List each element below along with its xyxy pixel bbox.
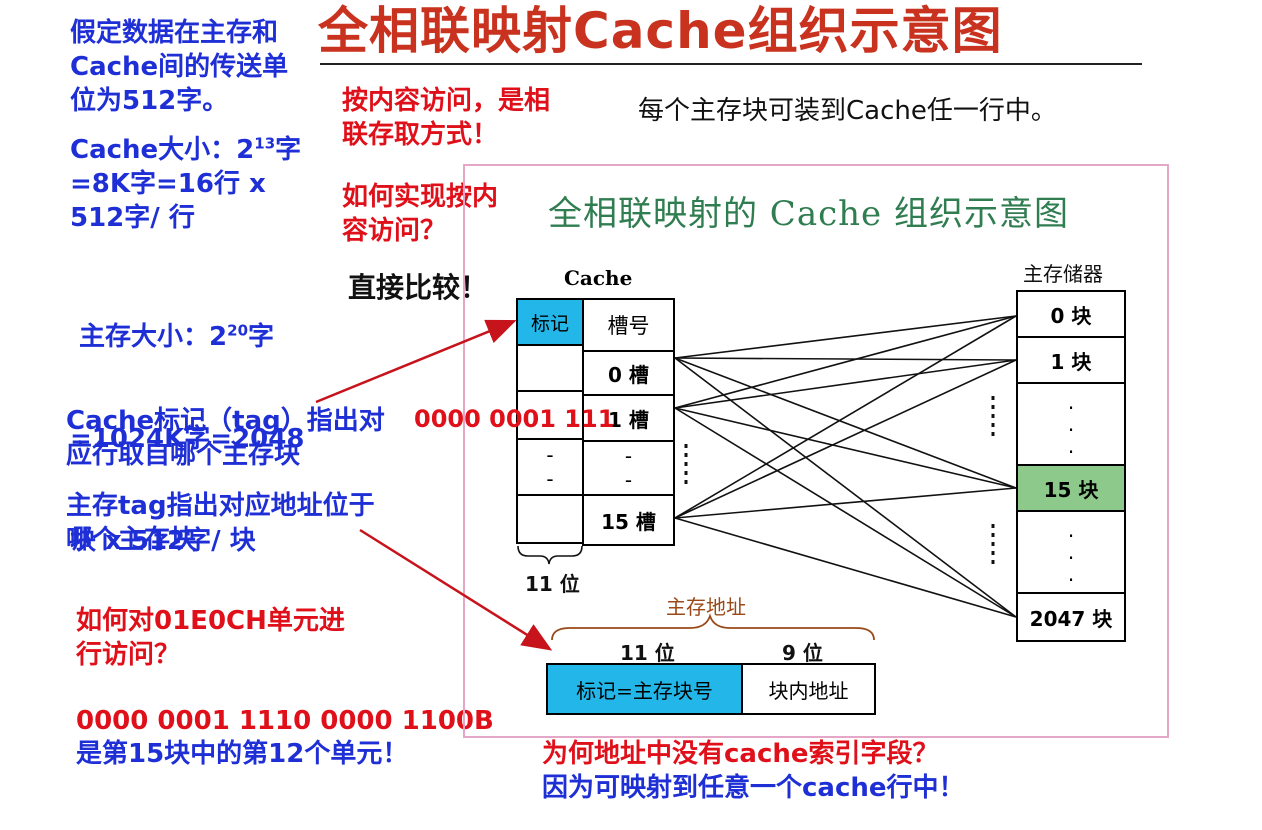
memory-tag-note-line-1: 主存tag指出对应地址位于	[66, 491, 375, 521]
tag-bits: 0000 0001 111	[414, 405, 615, 433]
memory-tag-note: 主存tag指出对应地址位于 哪个主存块	[66, 489, 375, 557]
assumption-line-2: Cache间的传送单	[70, 52, 289, 82]
cache-slot-ellipsis: --	[582, 440, 675, 496]
access-question: 如何对01E0CH单元进 行访问？	[76, 604, 345, 672]
cache-tag-note: Cache标记（tag）指出对 应行取自哪个主存块	[66, 404, 385, 472]
assumption-line-1: 假定数据在主存和	[70, 18, 279, 48]
memory-size-line-3: 块 x 512字/ 块	[70, 526, 256, 556]
cache-slot-15: 15 槽	[582, 494, 675, 546]
memory-block-15: 15 块	[1016, 464, 1126, 512]
access-question-line-2: 行访问？	[76, 640, 181, 670]
memory-block-2047: 2047 块	[1016, 592, 1126, 642]
cache-tag-note-line-1: Cache标记（tag）指出对	[66, 406, 385, 436]
associative-note: 按内容访问，是相 联存取方式！	[342, 84, 550, 152]
address-tag-bits: 11 位	[620, 641, 675, 665]
memory-size-exponent: 20	[227, 321, 249, 340]
why-note: 为何地址中没有cache索引字段？ 因为可映射到任意一个cache行中！	[542, 737, 965, 805]
cache-size-prefix: Cache大小：2	[70, 135, 255, 165]
address-offset-field: 块内地址	[741, 663, 876, 715]
memory-block-ellipsis: ...	[1016, 510, 1126, 594]
access-question-line-1: 如何对01E0CH单元进	[76, 606, 345, 636]
associative-note-line-2: 联存取方式！	[342, 120, 499, 150]
diagram-frame	[463, 164, 1169, 738]
cache-slot-header: 槽号	[582, 298, 675, 352]
cache-tag-cell	[516, 344, 584, 392]
title-underline	[320, 63, 1142, 65]
cache-size-line-3: 512字/ 行	[70, 203, 195, 233]
cache-label: Cache	[564, 266, 633, 290]
cache-size-line-2: =8K字=16行 x	[70, 169, 266, 199]
every-block-note: 每个主存块可装到Cache任一行中。	[638, 96, 1057, 126]
assumption-note: 假定数据在主存和 Cache间的传送单 位为512字。	[70, 16, 288, 118]
page-title: 全相联映射Cache组织示意图	[318, 2, 1003, 60]
memory-block-1: 1 块	[1016, 336, 1126, 384]
cache-slot-0: 0 槽	[582, 350, 675, 396]
memory-size-note: 主存大小：220字 =1024K字=2048 块 x 512字/ 块	[70, 252, 304, 592]
memory-block-0: 0 块	[1016, 290, 1126, 338]
memory-tag-note-line-2: 哪个主存块	[66, 525, 197, 555]
cache-tag-note-line-2: 应行取自哪个主存块	[66, 440, 301, 470]
memory-label: 主存储器	[1023, 262, 1103, 286]
cache-slot-1: 1 槽	[582, 394, 675, 442]
how-note: 如何实现按内 容访问？	[342, 180, 498, 248]
why-answer: 因为可映射到任意一个cache行中！	[542, 773, 965, 803]
cache-tag-header: 标记	[516, 298, 584, 346]
memory-size-line-2: =1024K字=2048	[70, 424, 305, 454]
address-offset-bits: 9 位	[782, 641, 823, 665]
cache-size-suffix: 字	[275, 135, 302, 165]
cache-tag-width-label: 11 位	[525, 572, 580, 596]
cache-size-exponent: 13	[254, 134, 276, 153]
associative-note-line-1: 按内容访问，是相	[342, 86, 551, 116]
how-note-line-2: 容访问？	[342, 216, 447, 246]
memory-size-suffix: 字	[248, 322, 275, 352]
access-answer: 是第15块中的第12个单元！	[76, 739, 409, 769]
address-tag-field: 标记=主存块号	[546, 663, 743, 715]
why-question: 为何地址中没有cache索引字段？	[542, 739, 939, 769]
cache-size-note: Cache大小：213字 =8K字=16行 x 512字/ 行	[70, 133, 301, 235]
cache-tag-cell	[516, 494, 584, 544]
how-note-line-1: 如何实现按内	[342, 182, 499, 212]
cache-tag-cell: --	[516, 438, 584, 496]
diagram-title: 全相联映射的 Cache 组织示意图	[548, 194, 1069, 234]
memory-block-ellipsis: ...	[1016, 382, 1126, 466]
address-label: 主存地址	[666, 595, 746, 619]
assumption-line-3: 位为512字。	[70, 86, 229, 116]
memory-size-prefix: 主存大小：2	[70, 322, 228, 352]
binary-address: 0000 0001 1110 0000 1100B	[76, 706, 494, 736]
